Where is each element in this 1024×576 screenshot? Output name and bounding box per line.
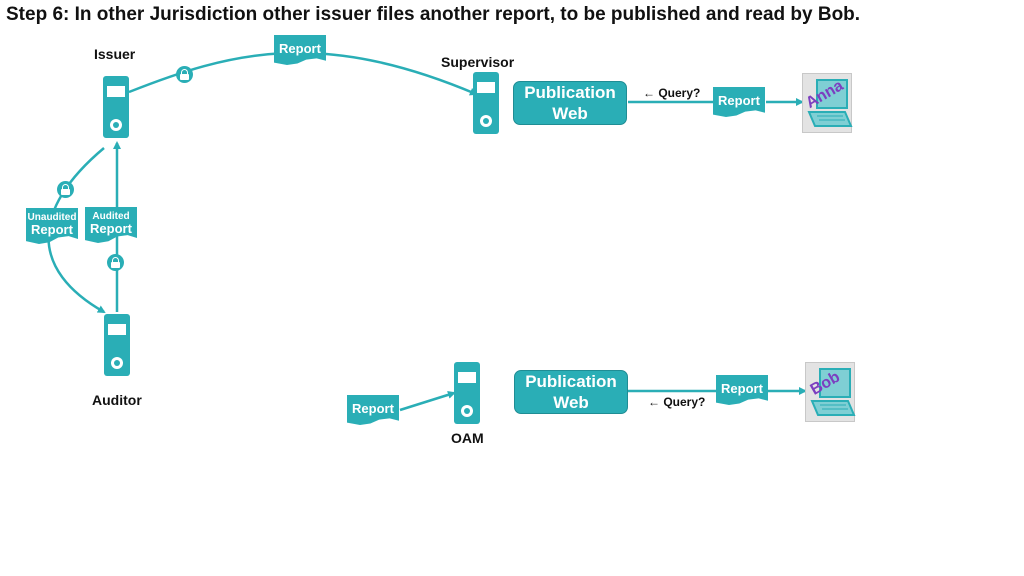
oam-server-icon: [454, 362, 480, 424]
auditor-server-icon: [104, 314, 130, 376]
audited-report-document: Audited Report: [85, 207, 137, 243]
query-label-top: ← Query?: [643, 86, 701, 100]
oam-label: OAM: [451, 430, 484, 446]
anna-laptop-icon: Anna: [802, 73, 853, 133]
auditor-label: Auditor: [92, 392, 142, 408]
lock-icon: [176, 66, 193, 83]
bob-laptop-icon: Bob: [805, 362, 856, 422]
unaudited-report-document: Unaudited Report: [26, 208, 78, 244]
page-title: Step 6: In other Jurisdiction other issu…: [6, 4, 861, 25]
lock-icon: [107, 254, 124, 271]
supervisor-server-icon: [473, 72, 499, 134]
issuer-label: Issuer: [94, 46, 136, 62]
query-label-bottom: ← Query?: [648, 395, 706, 409]
arrow-report-to-oam: [399, 390, 456, 412]
supervisor-label: Supervisor: [441, 54, 515, 70]
lock-icon: [57, 181, 74, 198]
issuer-server-icon: [103, 76, 129, 138]
